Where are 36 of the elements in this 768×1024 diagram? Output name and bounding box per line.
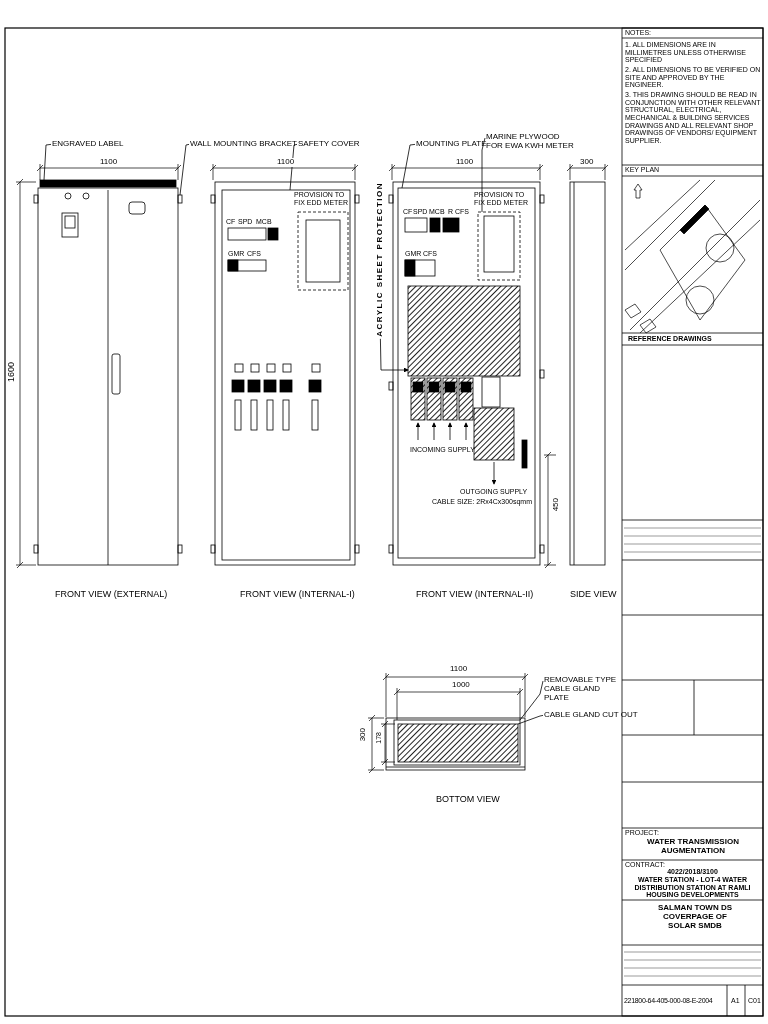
- leader-line: [43, 144, 52, 181]
- dimension-text: 1000: [452, 681, 470, 690]
- project-title: WATER TRANSMISSION AUGMENTATION: [646, 838, 740, 856]
- callout-label: MOUNTING PLATE: [416, 140, 487, 149]
- callout-label: MARINE PLYWOOD FOR EWA KWH METER: [486, 133, 578, 151]
- leader-line: [289, 144, 298, 191]
- callout-label: SAFETY COVER: [298, 140, 360, 149]
- leader-line: [519, 680, 544, 721]
- drawing-title: SALMAN TOWN DS COVERPAGE OF SOLAR SMDB: [656, 904, 734, 931]
- callout-label: ACRYLIC SHEET PROTECTION: [376, 182, 385, 337]
- leader-line: [517, 715, 544, 725]
- dimension-text: 1100: [277, 158, 295, 167]
- engraved-label-plate: [39, 179, 177, 188]
- acrylic-sheet: [407, 285, 521, 377]
- callout-label: CABLE GLAND CUT OUT: [544, 711, 638, 720]
- mounting-bracket: [177, 194, 183, 204]
- dimension-text: 300: [580, 158, 594, 167]
- callout-label: REMOVABLE TYPE CABLE GLAND PLATE: [544, 676, 624, 703]
- plywood-board: [477, 211, 521, 281]
- dimension-text: 1100: [456, 158, 474, 167]
- dimension-text: 1600: [7, 362, 17, 383]
- view-title: FRONT VIEW (INTERNAL-II): [416, 590, 534, 600]
- callout-label: ENGRAVED LABEL: [52, 140, 124, 149]
- dimension-text: 300: [359, 728, 368, 742]
- dimension-text: 1100: [100, 158, 118, 167]
- view-title: FRONT VIEW (INTERNAL-I): [240, 590, 355, 600]
- callout-label: WALL MOUNTING BRACKET: [190, 140, 297, 149]
- leader-line: [179, 144, 190, 196]
- leader-line: [481, 137, 486, 213]
- safety-cover: [221, 189, 351, 561]
- view-title: SIDE VIEW: [570, 590, 617, 600]
- view-title: BOTTOM VIEW: [436, 795, 500, 805]
- view-title: FRONT VIEW (EXTERNAL): [55, 590, 168, 600]
- leader-line: [401, 144, 416, 189]
- dimension-text: 450: [552, 498, 561, 512]
- dimension-text: 1100: [450, 665, 468, 674]
